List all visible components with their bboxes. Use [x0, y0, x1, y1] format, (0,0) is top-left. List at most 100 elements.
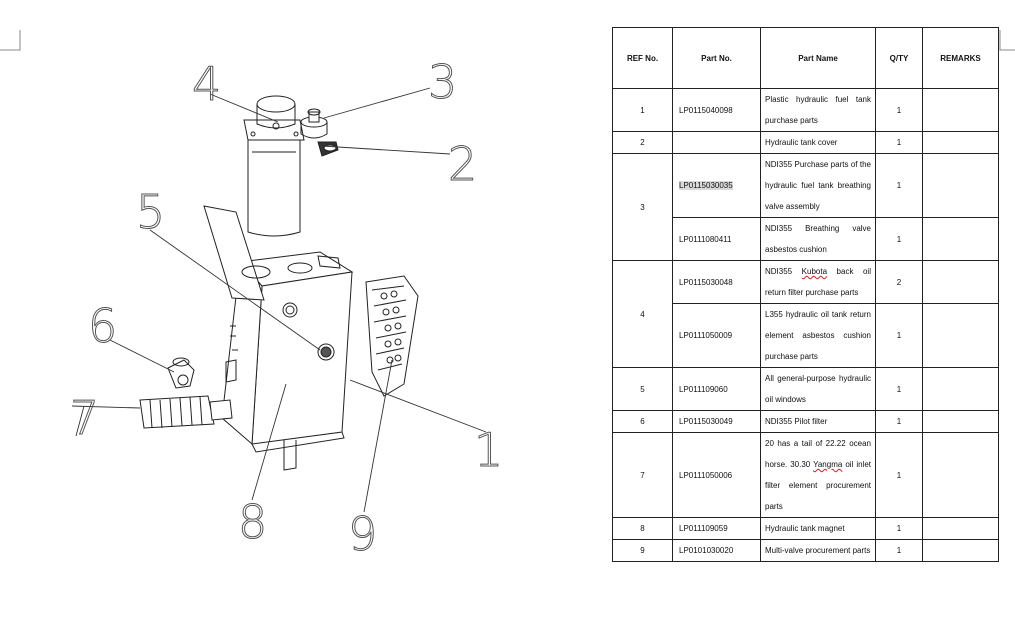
part-no-cell: LP0101030020: [672, 539, 761, 562]
ref-cell: 5: [612, 367, 673, 411]
table-row: LP0111050009 L355 hydraulic oil tank ret…: [613, 303, 999, 368]
part-name-cell: Hydraulic tank magnet: [760, 517, 876, 540]
part-name-cell: NDI355 Pilot filter: [760, 410, 876, 433]
header-part-name: Part Name: [760, 27, 876, 89]
part-name-text: oil inlet filter element procurement par…: [765, 460, 871, 511]
crop-mark-left: [0, 30, 21, 51]
remarks-cell: [922, 432, 999, 518]
part-no-cell: LP0111050006: [672, 432, 761, 518]
callout-2: 2: [448, 137, 477, 191]
table-row: 6 LP0115030049 NDI355 Pilot filter 1: [612, 410, 999, 433]
table-row: 5 LP011109060 All general-purpose hydrau…: [612, 367, 999, 411]
part-name-cell: L355 hydraulic oil tank return element a…: [760, 303, 876, 368]
ref-cell: 1: [612, 88, 673, 132]
leader-line-7-tail: [75, 405, 85, 437]
remarks-cell: [922, 153, 999, 218]
ref-cell: 3: [612, 153, 673, 261]
spellcheck-flagged-word: Kubota: [801, 267, 828, 276]
part-name-cell: 20 has a tail of 22.22 ocean horse. 30.3…: [760, 432, 876, 518]
leader-line-2: [321, 145, 451, 155]
table-row: 8 LP011109059 Hydraulic tank magnet 1: [612, 517, 999, 540]
part-no-cell: LP0115030048: [672, 260, 761, 304]
remarks-cell: [922, 217, 999, 261]
leader-line-5: [149, 229, 321, 351]
part-name-cell: Hydraulic tank cover: [760, 131, 876, 154]
remarks-cell: [922, 367, 999, 411]
ref-cell: 9: [612, 539, 673, 562]
table-row: 3 LP0115030035 NDI355 Purchase parts of …: [612, 153, 999, 261]
qty-cell: 1: [875, 539, 923, 562]
remarks-cell: [922, 131, 999, 154]
leader-line-8: [251, 383, 287, 501]
parts-list-table: REF No. Part No. Part Name Q/TY REMARKS …: [612, 27, 999, 562]
part-name-cell: NDI355 Breathing valve asbestos cushion: [760, 217, 876, 261]
leader-line-4: [209, 93, 279, 123]
table-row: LP0111080411 NDI355 Breathing valve asbe…: [613, 217, 999, 261]
callout-4: 4: [192, 57, 221, 111]
part-name-cell: NDI355 Kubota back oil return filter pur…: [760, 260, 876, 304]
qty-cell: 1: [875, 410, 923, 433]
part-no-cell: LP0111080411: [672, 217, 761, 261]
part-no-cell: LP0115030049: [672, 410, 761, 433]
remarks-cell: [922, 539, 999, 562]
qty-cell: 1: [875, 367, 923, 411]
qty-cell: 2: [875, 260, 923, 304]
header-qty: Q/TY: [875, 27, 923, 89]
qty-cell: 1: [875, 517, 923, 540]
leader-line-9: [363, 359, 393, 513]
qty-cell: 1: [875, 217, 923, 261]
qty-cell: 1: [875, 88, 923, 132]
remarks-cell: [922, 517, 999, 540]
ref-cell: 4: [612, 260, 673, 368]
tank-cover-part: [317, 141, 339, 157]
ref-cell: 7: [612, 432, 673, 518]
qty-cell: 1: [875, 131, 923, 154]
header-remarks: REMARKS: [922, 27, 999, 89]
part-name-text: 20 has a tail of 22.22 ocean horse. 30.3…: [765, 439, 871, 469]
table-row: 7 LP0111050006 20 has a tail of 22.22 oc…: [612, 432, 999, 518]
qty-cell: 1: [875, 303, 923, 368]
leader-line-6: [109, 339, 175, 373]
callout-1: 1: [474, 423, 503, 477]
table-header-row: REF No. Part No. Part Name Q/TY REMARKS: [612, 27, 999, 89]
part-name-cell: Multi-valve procurement parts: [760, 539, 876, 562]
part-no-cell: LP0115030035: [672, 153, 761, 218]
part-no-cell: [672, 131, 761, 154]
spellcheck-flagged-word: Yangma: [813, 460, 843, 469]
part-name-cell: NDI355 Purchase parts of the hydraulic f…: [760, 153, 876, 218]
callout-5: 5: [136, 185, 165, 239]
part-name-cell: Plastic hydraulic fuel tank purchase par…: [760, 88, 876, 132]
highlighted-part-no: LP0115030035: [679, 181, 733, 190]
table-row: 1 LP0115040098 Plastic hydraulic fuel ta…: [612, 88, 999, 132]
part-no-cell: LP011109060: [672, 367, 761, 411]
part-no-cell: LP011109059: [672, 517, 761, 540]
leader-line-3: [323, 87, 431, 119]
remarks-cell: [922, 410, 999, 433]
exploded-view-drawing: 1 2 3 4 5 6 7 8 9: [70, 55, 504, 562]
leader-line-1: [349, 379, 487, 433]
callout-6: 6: [88, 299, 117, 353]
part-name-text: NDI355: [765, 267, 802, 276]
table-row: 2 Hydraulic tank cover 1: [612, 131, 999, 154]
part-no-cell: LP0111050009: [672, 303, 761, 368]
ref-cell: 2: [612, 131, 673, 154]
callout-7: 7: [70, 391, 99, 445]
remarks-cell: [922, 88, 999, 132]
multi-valve-part: [365, 275, 419, 397]
breathing-valve-part: [300, 108, 328, 139]
ref-cell: 8: [612, 517, 673, 540]
header-part-no: Part No.: [672, 27, 761, 89]
qty-cell: 1: [875, 153, 923, 218]
table-row: 4 LP0115030048 NDI355 Kubota back oil re…: [612, 260, 999, 368]
callout-3: 3: [428, 55, 457, 109]
callout-8: 8: [238, 495, 267, 549]
callout-9: 9: [348, 507, 377, 561]
part-name-text: back oil return filter purchase parts: [765, 267, 871, 297]
pilot-filter-part: [167, 357, 195, 389]
crop-mark-right: [999, 30, 1015, 51]
part-no-cell: LP0115040098: [672, 88, 761, 132]
remarks-cell: [922, 303, 999, 368]
header-ref-no: REF No.: [612, 27, 673, 89]
part-name-cell: All general-purpose hydraulic oil window…: [760, 367, 876, 411]
leader-line-7: [71, 405, 141, 409]
